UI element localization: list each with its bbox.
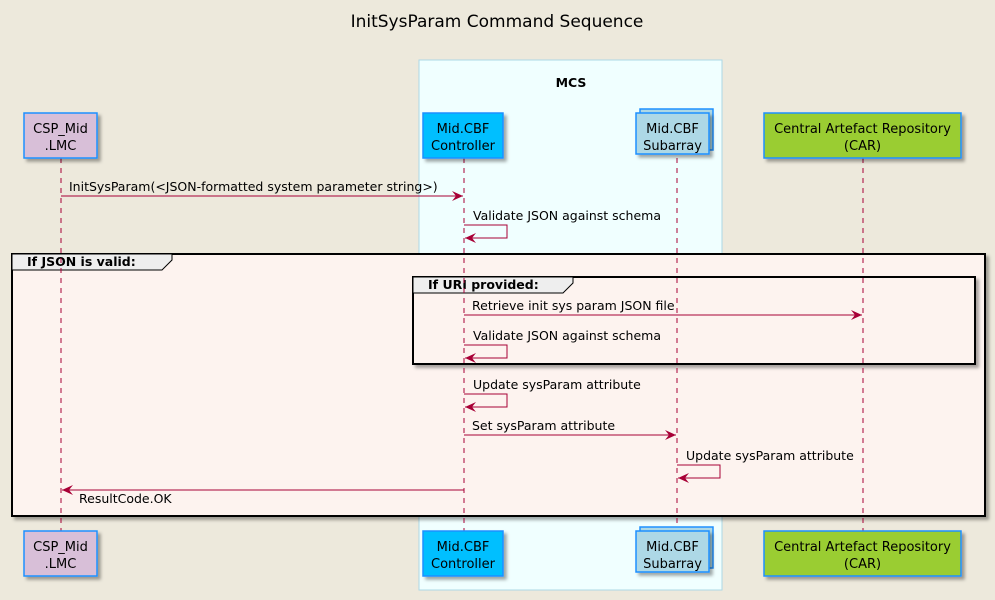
participant-name-ctrl-top: Mid.CBF bbox=[437, 122, 490, 137]
participant-name-sub-top: Mid.CBF bbox=[646, 122, 699, 137]
participant-box-ctrl-top bbox=[422, 112, 504, 159]
message-arrow-m2 bbox=[464, 224, 508, 243]
fragment-tab-inner bbox=[412, 276, 574, 294]
participant-name-car-bottom: Central Artefact Repository bbox=[774, 540, 951, 555]
message-label-m6: Set sysParam attribute bbox=[472, 418, 615, 433]
fragment-label-outer: If JSON is valid: bbox=[27, 254, 136, 269]
participant-subname-lmc-top: .LMC bbox=[45, 139, 77, 154]
participant-name-lmc-bottom: CSP_Mid bbox=[33, 540, 88, 555]
message-label-m4: Validate JSON against schema bbox=[473, 328, 661, 343]
message-label-m8: ResultCode.OK bbox=[79, 491, 172, 506]
participant-name-car-top: Central Artefact Repository bbox=[774, 122, 951, 137]
message-arrow-m5 bbox=[464, 393, 508, 412]
participant-name-sub-bottom: Mid.CBF bbox=[646, 540, 699, 555]
participant-box-lmc-bottom bbox=[23, 530, 98, 577]
participant-box-sub-bottom bbox=[635, 530, 710, 573]
participant-box-car-bottom bbox=[763, 530, 962, 577]
participant-subname-sub-bottom: Subarray bbox=[643, 557, 702, 572]
participant-subname-ctrl-bottom: Controller bbox=[431, 557, 496, 572]
fragment-label-inner: If URI provided: bbox=[428, 277, 539, 292]
message-arrow-m7 bbox=[677, 464, 721, 483]
participant-subname-sub-top: Subarray bbox=[643, 139, 702, 154]
participant-name-ctrl-bottom: Mid.CBF bbox=[437, 540, 490, 555]
fragment-tab-outer bbox=[11, 253, 173, 271]
participant-subname-car-bottom: (CAR) bbox=[844, 557, 881, 572]
message-label-m2: Validate JSON against schema bbox=[473, 208, 661, 223]
message-label-m1: InitSysParam(<JSON-formatted system para… bbox=[69, 179, 438, 194]
participant-subname-ctrl-top: Controller bbox=[431, 139, 496, 154]
message-arrow-m4 bbox=[464, 344, 508, 363]
message-label-m5: Update sysParam attribute bbox=[473, 377, 641, 392]
participant-subname-lmc-bottom: .LMC bbox=[45, 557, 77, 572]
message-label-m3: Retrieve init sys param JSON file bbox=[472, 298, 675, 313]
diagram-title: InitSysParam Command Sequence bbox=[351, 12, 644, 32]
participant-box-car-top bbox=[763, 112, 962, 159]
participant-box-lmc-top bbox=[23, 112, 98, 159]
mcs-box-label: MCS bbox=[556, 75, 587, 90]
participant-box-ctrl-bottom bbox=[422, 530, 504, 577]
message-label-m7: Update sysParam attribute bbox=[686, 448, 854, 463]
participant-name-lmc-top: CSP_Mid bbox=[33, 122, 88, 137]
participant-subname-car-top: (CAR) bbox=[844, 139, 881, 154]
participant-box-sub-top bbox=[635, 112, 710, 155]
